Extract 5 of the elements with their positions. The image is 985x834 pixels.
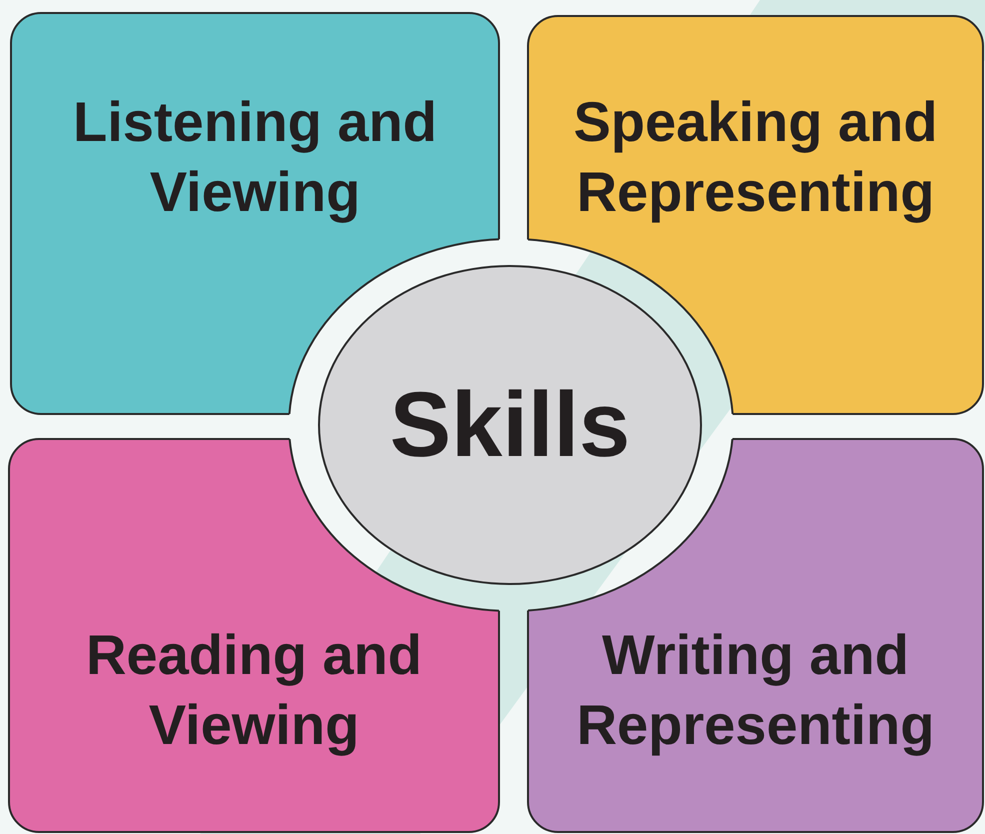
- center-label: Skills: [390, 372, 630, 478]
- panel-heading: Reading and Viewing: [84, 622, 424, 758]
- panel-heading: Listening and Viewing: [72, 89, 438, 225]
- panel-heading: Writing and Representing: [576, 622, 936, 758]
- panel-heading: Speaking and Representing: [572, 89, 939, 225]
